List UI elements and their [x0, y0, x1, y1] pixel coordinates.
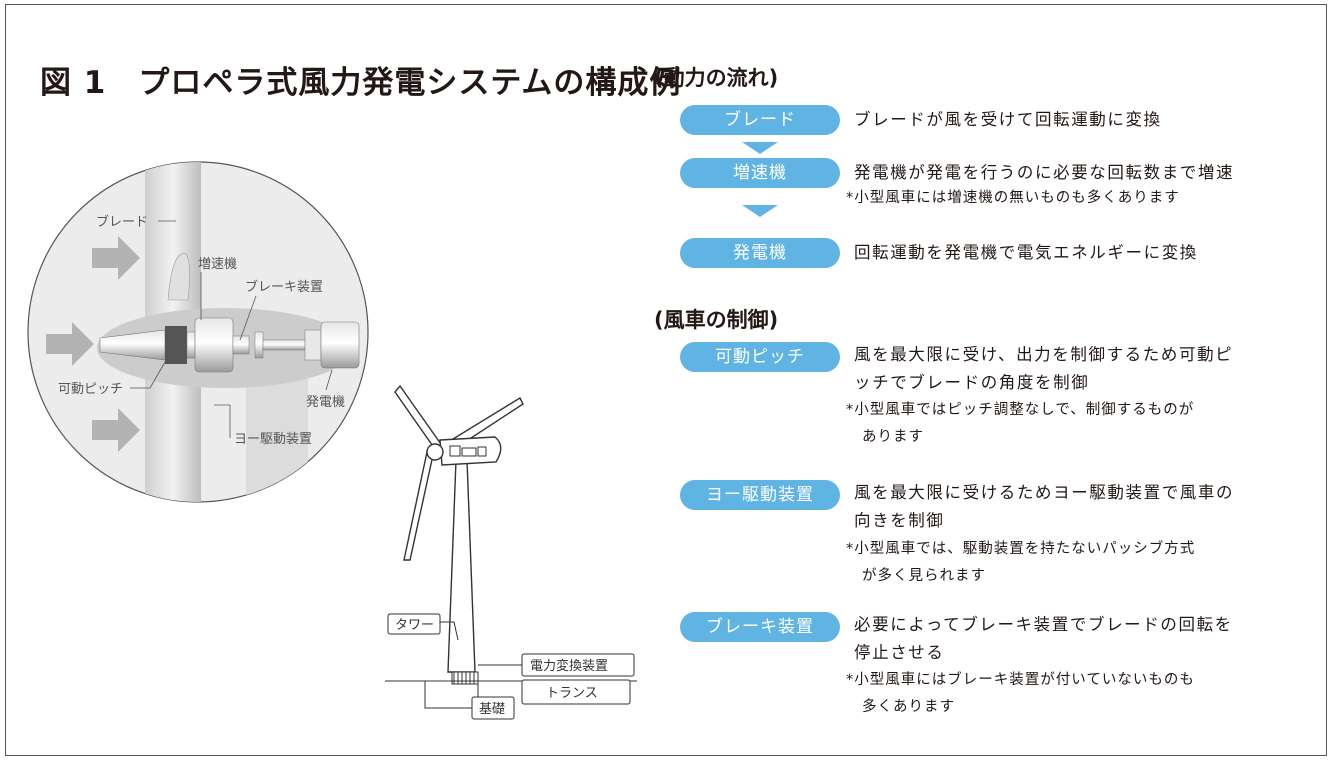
- label-brake: ブレーキ装置: [245, 279, 323, 295]
- gearbox-shape: [194, 317, 234, 373]
- control-pill-yaw: ヨー駆動装置: [680, 480, 840, 510]
- step-pill-generator: 発電機: [680, 238, 840, 268]
- power-flow-heading: (動力の流れ): [654, 66, 779, 90]
- wind-arrow-middle: [46, 322, 94, 366]
- control-note-yaw: *小型風車では、駆動装置を持たないパッシブ方式 が多く見られます: [846, 541, 1196, 584]
- step-desc-generator: 回転運動を発電機で電気エネルギーに変換: [854, 243, 1198, 262]
- power-converter-label-box: [521, 653, 635, 677]
- step-desc-blade: ブレードが風を受けて回転運動に変換: [854, 110, 1162, 129]
- tower-shape: [447, 459, 476, 673]
- figure-frame: [5, 4, 1327, 756]
- control-note-brake: *小型風車にはブレーキ装置が付いていないものも 多くあります: [846, 672, 1195, 715]
- label-power-converter: 電力変換装置: [530, 658, 608, 674]
- label-gearbox: 増速機: [198, 257, 237, 272]
- control-desc-yaw: 風を最大限に受けるためヨー駆動装置で風車の 向きを制御: [854, 483, 1235, 530]
- step-note-gearbox: *小型風車には増速機の無いものも多くあります: [846, 190, 1180, 206]
- label-tower: タワー: [395, 618, 434, 633]
- blade-upper-left: [394, 384, 444, 454]
- brake-shape: [254, 331, 264, 359]
- nacelle-outline: [439, 436, 502, 466]
- control-pill-pitch: 可動ピッチ: [680, 342, 840, 372]
- label-yaw: ヨー駆動装置: [234, 432, 312, 447]
- magnified-view: ブレード 増速機 ブレーキ装置 可動ピッチ 発電機 ヨー駆動装置: [27, 161, 369, 503]
- foundation-label-box: [471, 696, 515, 720]
- label-pitch: 可動ピッチ: [58, 382, 123, 397]
- wind-turbine-illustration: ブレード 増速機 ブレーキ装置 可動ピッチ 発電機 ヨー駆動装置 タワー: [27, 161, 637, 720]
- control-desc-pitch: 風を最大限に受け、出力を制御するため可動ピ ッチでブレードの角度を制御: [854, 345, 1234, 392]
- wind-arrow-top: [92, 236, 140, 280]
- tower-label-box: [387, 613, 441, 635]
- turbine-details: [449, 445, 487, 684]
- flow-arrow-2: [742, 205, 778, 217]
- label-blade: ブレード: [96, 214, 148, 230]
- control-pill-brake: ブレーキ装置: [680, 612, 840, 642]
- control-desc-brake: 必要によってブレーキ装置でブレードの回転を 停止させる: [854, 615, 1233, 662]
- turbine-drawing: [394, 384, 524, 685]
- control-note-pitch: *小型風車ではピッチ調整なしで、制御するものが あります: [846, 402, 1195, 445]
- label-generator: 発電機: [306, 395, 345, 410]
- wind-arrow-bottom: [92, 408, 140, 452]
- step-pill-gearbox: 増速機: [680, 158, 840, 188]
- generator-shape: [320, 321, 360, 369]
- blade-lower: [403, 450, 434, 561]
- transformer-label-box: [521, 679, 631, 705]
- label-foundation: 基礎: [479, 702, 505, 717]
- figure-title: 図 1 プロペラ式風力発電システムの構成例: [40, 65, 682, 101]
- control-heading: (風車の制御): [654, 308, 779, 332]
- step-pill-blade: ブレード: [680, 105, 840, 135]
- label-transformer: トランス: [546, 686, 598, 701]
- step-desc-gearbox: 発電機が発電を行うのに必要な回転数まで増速: [854, 163, 1235, 182]
- yaw-drive-shape: [246, 370, 308, 502]
- hub: [426, 443, 444, 461]
- flow-arrow-1: [742, 142, 778, 154]
